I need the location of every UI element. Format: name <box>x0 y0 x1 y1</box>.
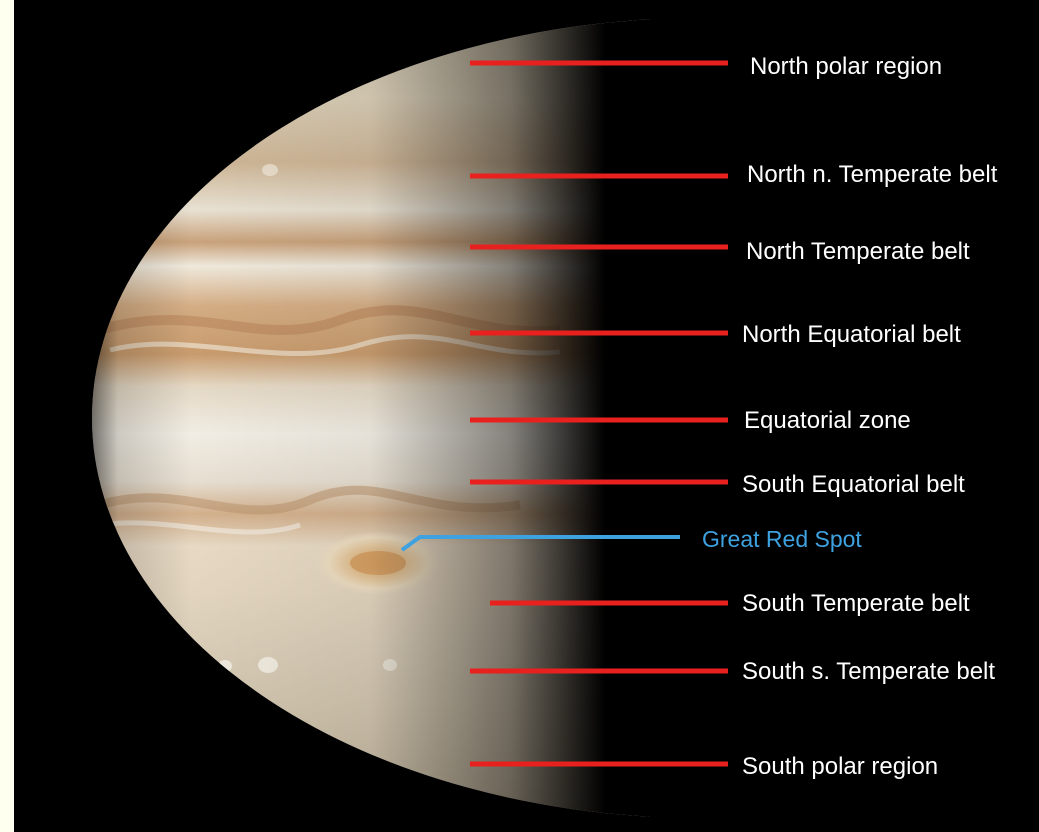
label-north-n-temperate-belt: North n. Temperate belt <box>747 161 998 188</box>
label-equatorial-zone: Equatorial zone <box>744 407 911 434</box>
label-south-s-temperate-belt: South s. Temperate belt <box>742 658 996 685</box>
label-south-polar-region: South polar region <box>742 753 939 780</box>
pointer-lines <box>400 60 728 767</box>
label-north-equatorial-belt: North Equatorial belt <box>742 321 961 348</box>
label-north-temperate-belt: North Temperate belt <box>746 238 970 265</box>
pointer-line-great-red-spot <box>400 535 680 552</box>
label-great-red-spot: Great Red Spot <box>702 526 862 552</box>
label-north-polar-region: North polar region <box>750 53 943 80</box>
label-south-temperate-belt: South Temperate belt <box>742 590 970 617</box>
label-south-equatorial-belt: South Equatorial belt <box>742 471 965 498</box>
